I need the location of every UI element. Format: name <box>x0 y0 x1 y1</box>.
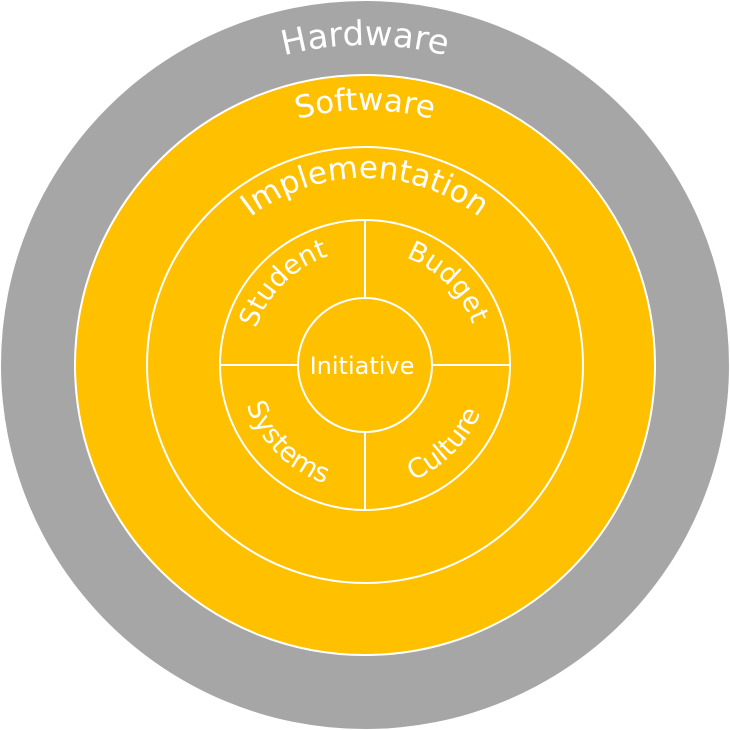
initiative-circle <box>297 297 433 433</box>
initiative-label: Initiative <box>310 352 415 380</box>
